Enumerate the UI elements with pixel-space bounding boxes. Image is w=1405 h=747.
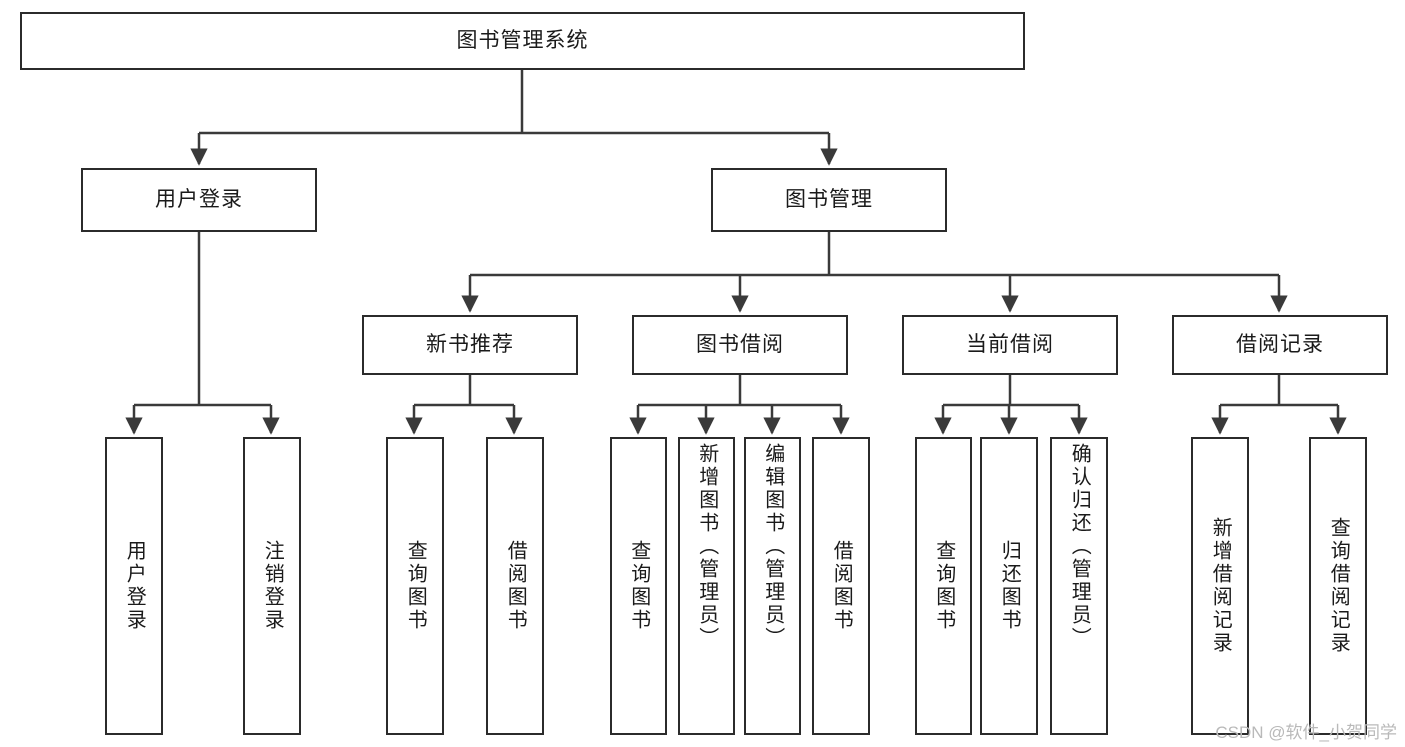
leaf-current-borrow-2-label: 确认归还（管理员） <box>1068 443 1091 650</box>
leaf-new-book-1[interactable]: 借阅图书 <box>486 437 544 735</box>
node-book-manage[interactable]: 图书管理 <box>711 168 947 232</box>
node-book-manage-label: 图书管理 <box>785 187 873 211</box>
leaf-current-borrow-0-label: 查询图书 <box>932 540 955 632</box>
node-book-borrow-label: 图书借阅 <box>696 332 784 356</box>
leaf-current-borrow-2[interactable]: 确认归还（管理员） <box>1050 437 1108 735</box>
node-book-borrow[interactable]: 图书借阅 <box>632 315 848 375</box>
leaf-book-borrow-2[interactable]: 编辑图书（管理员） <box>744 437 801 735</box>
node-root[interactable]: 图书管理系统 <box>20 12 1025 70</box>
leaf-new-book-0[interactable]: 查询图书 <box>386 437 444 735</box>
leaf-user-login-1[interactable]: 注销登录 <box>243 437 301 735</box>
leaf-borrow-record-1[interactable]: 查询借阅记录 <box>1309 437 1367 735</box>
node-current-borrow-label: 当前借阅 <box>966 332 1054 356</box>
leaf-book-borrow-1[interactable]: 新增图书（管理员） <box>678 437 735 735</box>
node-root-label: 图书管理系统 <box>456 28 589 52</box>
leaf-new-book-0-label: 查询图书 <box>404 540 427 632</box>
node-current-borrow[interactable]: 当前借阅 <box>902 315 1118 375</box>
leaf-book-borrow-3-label: 借阅图书 <box>830 540 853 632</box>
leaf-book-borrow-0[interactable]: 查询图书 <box>610 437 667 735</box>
leaf-borrow-record-0[interactable]: 新增借阅记录 <box>1191 437 1249 735</box>
leaf-new-book-1-label: 借阅图书 <box>504 540 527 632</box>
leaf-book-borrow-1-label: 新增图书（管理员） <box>695 443 718 650</box>
leaf-borrow-record-0-label: 新增借阅记录 <box>1209 517 1232 655</box>
leaf-user-login-1-label: 注销登录 <box>261 540 284 632</box>
node-new-book-recommend[interactable]: 新书推荐 <box>362 315 578 375</box>
node-user-login[interactable]: 用户登录 <box>81 168 317 232</box>
leaf-current-borrow-0[interactable]: 查询图书 <box>915 437 972 735</box>
node-borrow-record-label: 借阅记录 <box>1236 332 1324 356</box>
leaf-current-borrow-1[interactable]: 归还图书 <box>980 437 1038 735</box>
leaf-book-borrow-0-label: 查询图书 <box>627 540 650 632</box>
node-user-login-label: 用户登录 <box>155 187 243 211</box>
leaf-user-login-0[interactable]: 用户登录 <box>105 437 163 735</box>
leaf-borrow-record-1-label: 查询借阅记录 <box>1327 517 1350 655</box>
leaf-book-borrow-2-label: 编辑图书（管理员） <box>761 443 784 650</box>
leaf-book-borrow-3[interactable]: 借阅图书 <box>812 437 870 735</box>
leaf-current-borrow-1-label: 归还图书 <box>998 540 1021 632</box>
csdn-watermark: CSDN @软件_小贺同学 <box>1215 723 1397 742</box>
leaf-user-login-0-label: 用户登录 <box>123 540 146 632</box>
node-borrow-record[interactable]: 借阅记录 <box>1172 315 1388 375</box>
node-new-book-recommend-label: 新书推荐 <box>426 332 514 356</box>
